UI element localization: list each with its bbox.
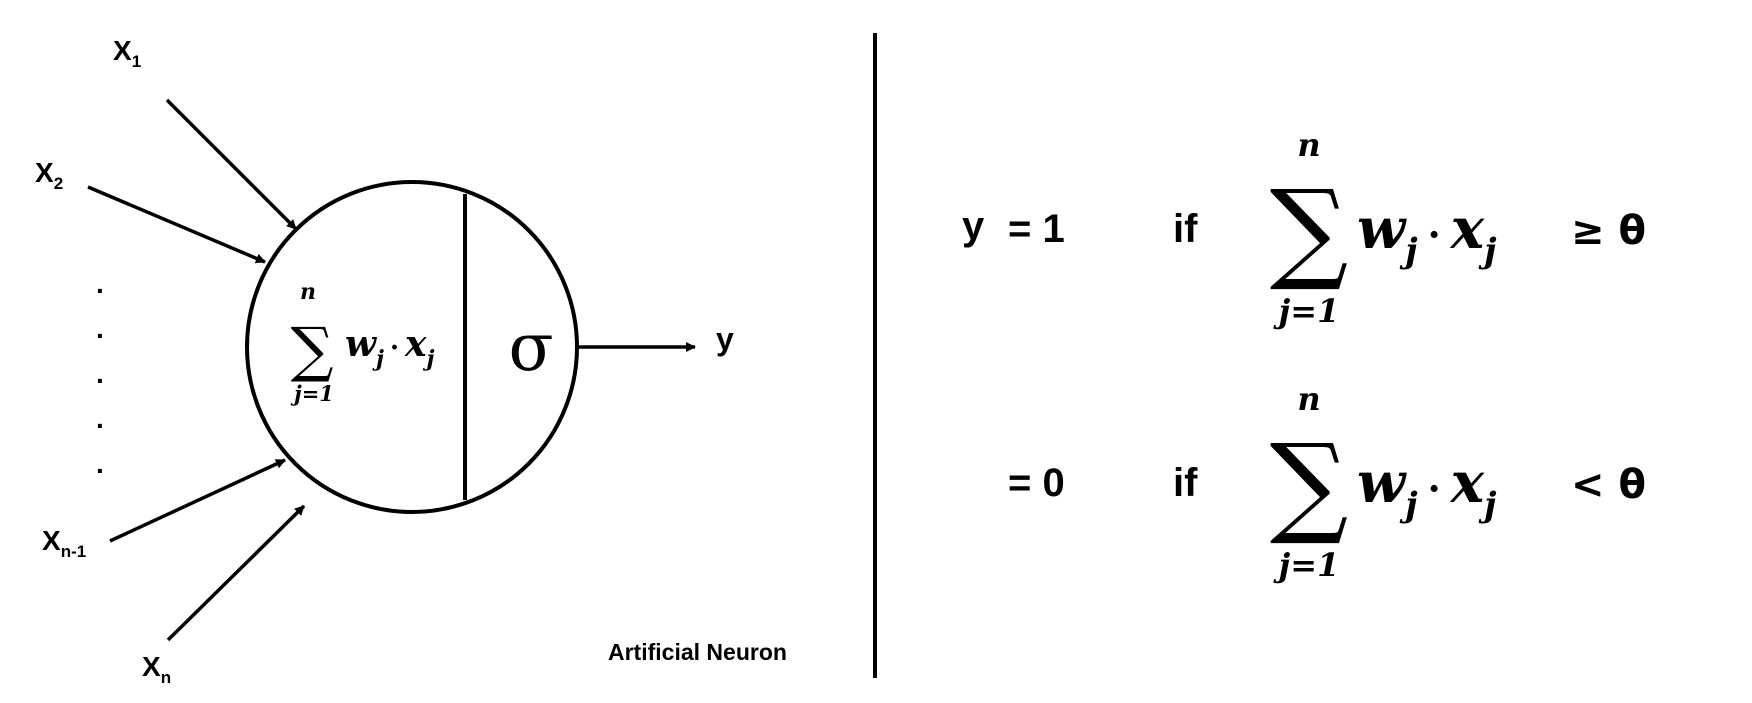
input-arrow-xn [166, 504, 306, 642]
neuron-summation: n ∑ j=1 wj·xj [290, 279, 434, 406]
rule-sum-upper: n [1297, 126, 1320, 164]
rule-weighted-term: wj·xj [1357, 450, 1497, 525]
input-label-xn-1: Xn-1 [42, 525, 86, 561]
sum-symbol: ∑ [291, 315, 334, 385]
ellipsis-dot: . [96, 268, 104, 299]
ellipsis-dot: . [96, 358, 104, 389]
input-label-xn: Xn [142, 651, 171, 687]
ellipsis-dot: . [96, 313, 104, 344]
input-label-x2: X2 [35, 157, 63, 193]
input-arrow-x2 [87, 185, 266, 264]
input-arrow-xn-1 [109, 458, 286, 543]
rule-eq-0: = 0 [1008, 461, 1065, 505]
sum-upper-limit: n [300, 279, 316, 305]
rule-if: if [1173, 461, 1198, 505]
output-label-y: y [716, 321, 734, 357]
rule-eq-1: = 1 [1008, 207, 1065, 251]
rule-weighted-term: wj·xj [1357, 196, 1497, 271]
rule-sum-upper: n [1297, 380, 1320, 418]
input-label-x1: X1 [113, 35, 141, 71]
neuron-body [245, 180, 579, 514]
ellipsis-dot: . [96, 448, 104, 479]
input-arrow-x1 [165, 98, 298, 231]
sum-lower-limit: j=1 [290, 381, 334, 406]
rule-lhs-y: y [962, 204, 985, 248]
rule-sum-lower: j=1 [1273, 292, 1340, 330]
ellipsis-dot: . [96, 403, 104, 434]
rule-row-fire: y = 1 if n ∑ j=1 wj·xj ≥ θ [962, 126, 1646, 330]
diagram-caption: Artificial Neuron [608, 639, 787, 665]
threshold-rule: y = 1 if n ∑ j=1 wj·xj ≥ θ = 0 if n ∑ j=… [962, 126, 1646, 584]
rule-sum-symbol: ∑ [1270, 420, 1349, 548]
rule-sum-lower: j=1 [1273, 546, 1340, 584]
artificial-neuron: X1 X2 Xn-1 Xn . . . . . n ∑ j=1 wj· [35, 35, 787, 687]
rule-relation-ge: ≥ θ [1571, 208, 1646, 254]
rule-sum-symbol: ∑ [1270, 166, 1349, 294]
activation-sigma: σ [508, 309, 553, 386]
weighted-input-term: wj·xj [345, 323, 435, 372]
rule-relation-lt: < θ [1571, 462, 1646, 508]
rule-if: if [1173, 207, 1198, 251]
rule-row-rest: = 0 if n ∑ j=1 wj·xj < θ [1008, 380, 1646, 584]
